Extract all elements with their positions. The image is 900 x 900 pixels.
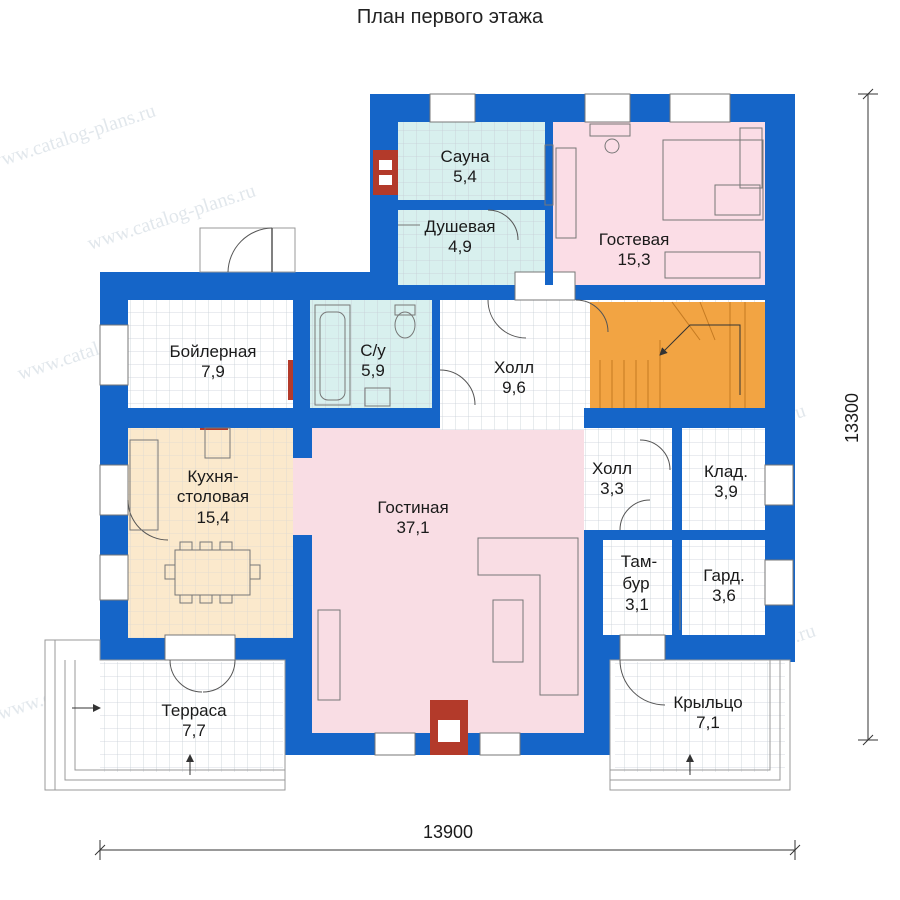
label-wc-name: С/у	[360, 341, 386, 360]
label-storage-name: Клад.	[704, 462, 748, 481]
label-hall1-area: 9,6	[502, 378, 526, 397]
label-kitchen-line1: Кухня-	[187, 467, 238, 486]
dimension-width	[94, 840, 801, 860]
room-labels: Сауна 5,4 Душевая 4,9 Гостевая 15,3 Бойл…	[161, 147, 748, 740]
label-boiler-name: Бойлерная	[170, 342, 257, 361]
dimension-height	[858, 88, 878, 746]
label-living-area: 37,1	[396, 518, 429, 537]
label-hall1-name: Холл	[494, 358, 534, 377]
dimension-width-label: 13900	[423, 822, 473, 842]
side-entrance	[199, 227, 296, 273]
terrace-area	[44, 639, 286, 791]
label-sauna-area: 5,4	[453, 167, 477, 186]
windows	[99, 93, 794, 756]
label-guest-area: 15,3	[617, 250, 650, 269]
label-vestibule-line2: бур	[622, 574, 649, 593]
label-hall2-name: Холл	[592, 459, 632, 478]
label-shower-name: Душевая	[425, 217, 496, 236]
label-boiler-area: 7,9	[201, 362, 225, 381]
dimension-height-label: 13300	[842, 393, 862, 443]
porch-area	[609, 659, 791, 791]
label-terrace-area: 7,7	[182, 721, 206, 740]
label-wc-area: 5,9	[361, 361, 385, 380]
label-storage-area: 3,9	[714, 482, 738, 501]
label-wardrobe-area: 3,6	[712, 586, 736, 605]
watermark-1: www.catalog-plans.ru	[0, 100, 158, 175]
label-guest-name: Гостевая	[599, 230, 670, 249]
label-kitchen-area: 15,4	[196, 508, 229, 527]
doors	[127, 209, 671, 706]
label-wardrobe-name: Гард.	[703, 566, 744, 585]
plan-title: План первого этажа	[356, 6, 544, 28]
staircase	[590, 301, 765, 408]
label-shower-area: 4,9	[448, 237, 472, 256]
label-vestibule-line1: Там-	[621, 552, 657, 571]
label-porch-name: Крыльцо	[673, 693, 742, 712]
label-living-name: Гостиная	[377, 498, 448, 517]
label-hall2-area: 3,3	[600, 479, 624, 498]
label-vestibule-area: 3,1	[625, 595, 649, 614]
label-sauna-name: Сауна	[440, 147, 490, 166]
furniture	[129, 123, 764, 701]
label-porch-area: 7,1	[696, 713, 720, 732]
label-kitchen-line2: столовая	[177, 487, 249, 506]
label-terrace-name: Терраса	[161, 701, 227, 720]
